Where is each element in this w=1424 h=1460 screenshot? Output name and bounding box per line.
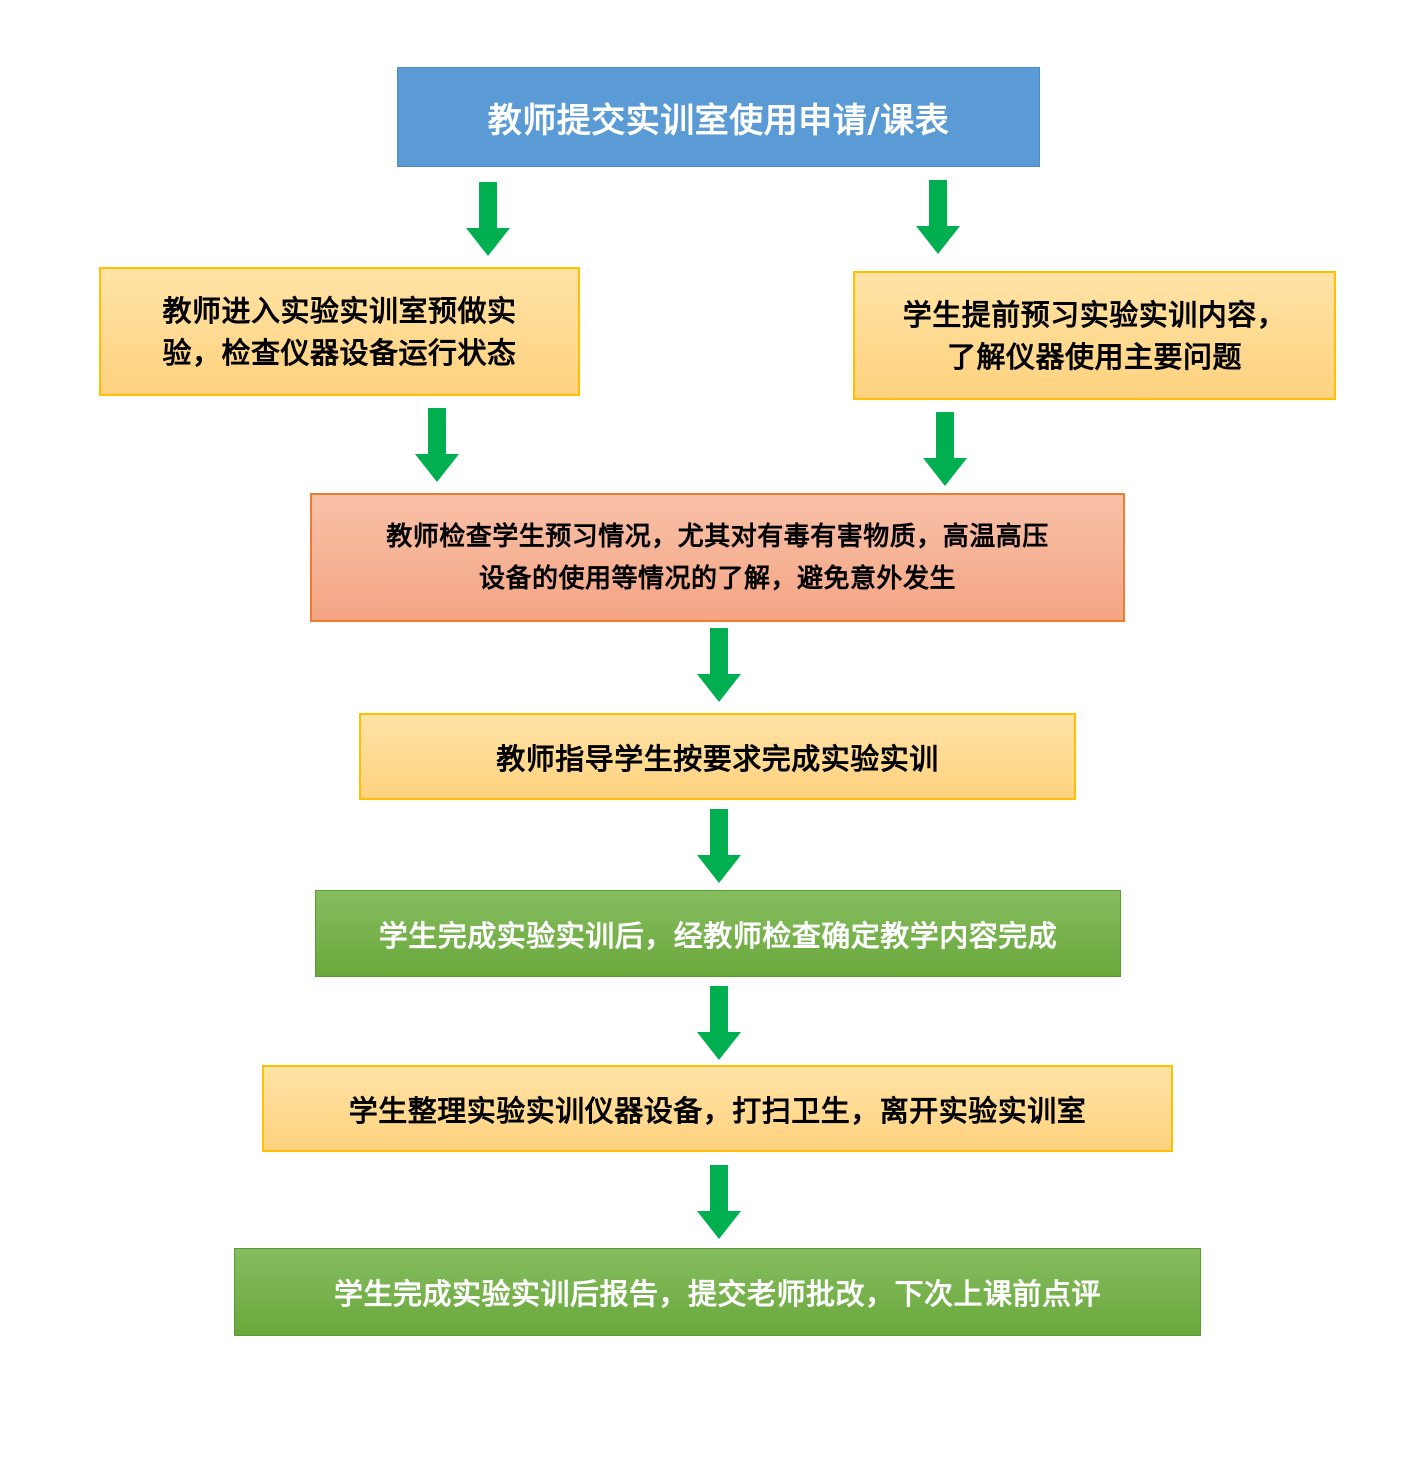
step-cleanup-label: 学生整理实验实训仪器设备，打扫卫生，离开实验实训室 bbox=[348, 1093, 1087, 1128]
step-submit-label: 教师提交实训室使用申请/课表 bbox=[487, 100, 950, 141]
step-student-preview-line1: 学生提前预习实验实训内容， bbox=[902, 297, 1287, 332]
step-student-preview-box: 学生提前预习实验实训内容， 了解仪器使用主要问题 bbox=[853, 271, 1336, 400]
step-cleanup-box: 学生整理实验实训仪器设备，打扫卫生，离开实验实训室 bbox=[262, 1065, 1173, 1152]
arrow-teacher-prep-to-check bbox=[415, 408, 459, 482]
step-teacher-prep-line1: 教师进入实验实训室预做实 bbox=[162, 293, 517, 328]
arrow-confirm-to-cleanup bbox=[697, 986, 741, 1060]
step-teacher-prep-line2: 验，检查仪器设备运行状态 bbox=[162, 335, 517, 370]
step-confirm-box: 学生完成实验实训后，经教师检查确定教学内容完成 bbox=[315, 890, 1121, 977]
step-submit-box: 教师提交实训室使用申请/课表 bbox=[397, 67, 1040, 167]
step-report-box: 学生完成实验实训后报告，提交老师批改，下次上课前点评 bbox=[234, 1248, 1201, 1336]
step-report-label: 学生完成实验实训后报告，提交老师批改，下次上课前点评 bbox=[333, 1277, 1101, 1311]
step-check-preview-line2: 设备的使用等情况的了解，避免意外发生 bbox=[478, 563, 956, 594]
arrow-student-preview-to-check bbox=[923, 412, 967, 486]
step-guide-label: 教师指导学生按要求完成实验实训 bbox=[496, 741, 939, 776]
arrow-submit-to-teacher-prep bbox=[466, 182, 510, 256]
arrow-check-to-guide bbox=[697, 628, 741, 702]
step-student-preview-line2: 了解仪器使用主要问题 bbox=[946, 339, 1242, 374]
arrow-submit-to-student-preview bbox=[916, 180, 960, 254]
step-guide-box: 教师指导学生按要求完成实验实训 bbox=[359, 713, 1076, 800]
step-check-preview-box: 教师检查学生预习情况，尤其对有毒有害物质，高温高压 设备的使用等情况的了解，避免… bbox=[310, 493, 1125, 622]
step-confirm-label: 学生完成实验实训后，经教师检查确定教学内容完成 bbox=[378, 918, 1058, 953]
step-teacher-prep-box: 教师进入实验实训室预做实 验，检查仪器设备运行状态 bbox=[99, 267, 580, 396]
step-check-preview-line1: 教师检查学生预习情况，尤其对有毒有害物质，高温高压 bbox=[386, 521, 1049, 552]
arrow-guide-to-confirm bbox=[697, 809, 741, 883]
arrow-cleanup-to-report bbox=[697, 1165, 741, 1239]
